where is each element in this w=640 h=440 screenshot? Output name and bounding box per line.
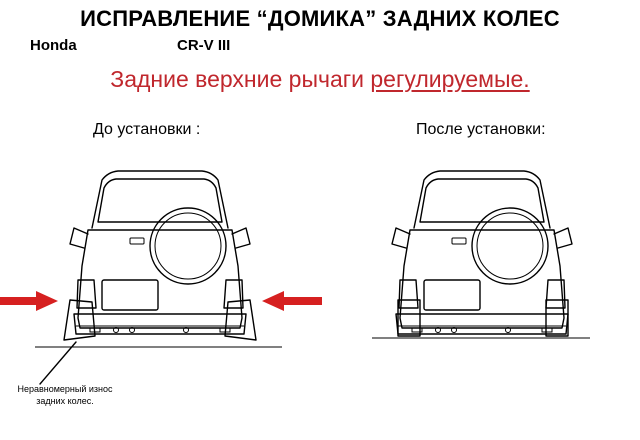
caption-after: После установки: [416,121,546,138]
vehicle-model: CR-V III [177,37,231,54]
wear-note-line2: задних колес. [36,396,94,406]
vehicle-after [372,170,590,339]
subtitle-prefix: Задние верхние рычаги [110,66,371,92]
diagram-title: ИСПРАВЛЕНИЕ “ДОМИКА” ЗАДНИХ КОЛЕС [80,6,560,31]
left-wheel-after [397,299,421,337]
vehicle-make: Honda [30,37,77,54]
right-wheel-after [545,299,569,337]
caption-before: До установки : [93,121,201,138]
subtitle: Задние верхние рычаги регулируемые. [0,66,640,93]
wear-note-line1: Неравномерный износ [17,384,113,394]
wear-pointer [39,341,77,385]
left-arrow-icon [0,291,58,311]
subtitle-emphasis: регулируемые. [370,66,530,92]
right-arrow-icon [262,291,322,311]
left-wheel-before [63,299,96,341]
vehicle-before [0,170,322,385]
wear-note: Неравномерный износ задних колес. [5,383,125,407]
right-wheel-before [224,299,257,341]
